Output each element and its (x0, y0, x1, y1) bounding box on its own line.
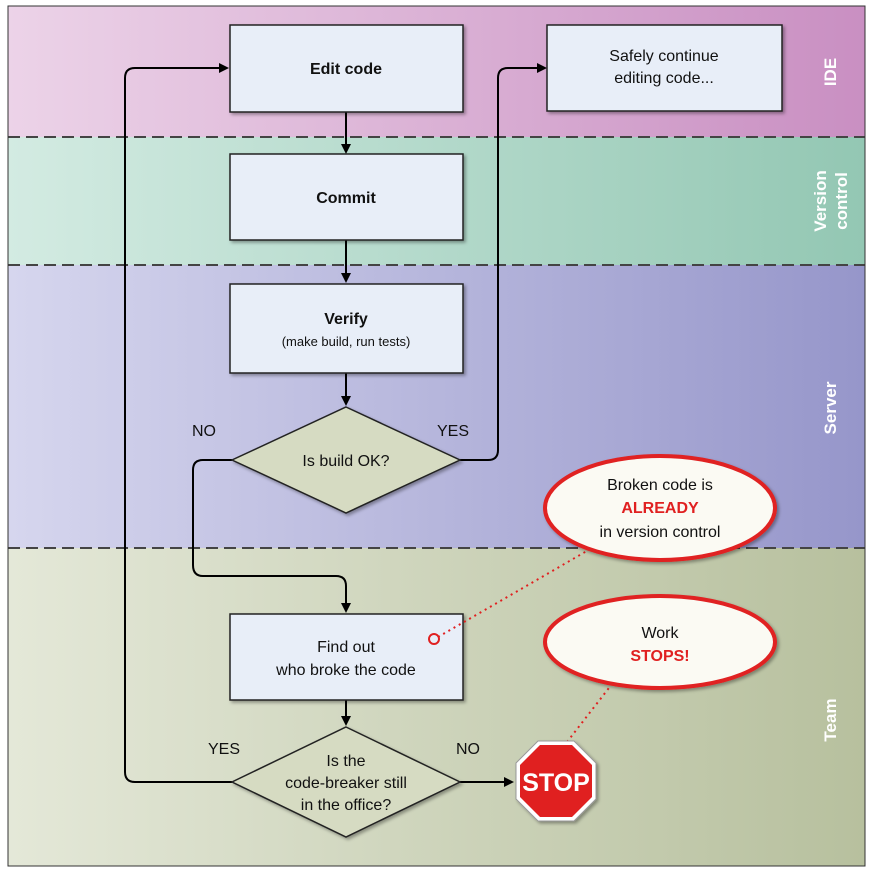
breaker-line1: Is the (326, 753, 365, 770)
lane-label-ide: IDE (821, 58, 840, 86)
stop-sign-icon: STOP (515, 740, 597, 822)
verify-sublabel: (make build, run tests) (282, 334, 411, 349)
verify-label: Verify (324, 311, 368, 328)
broken-line3: in version control (600, 524, 721, 541)
node-verify: Verify (make build, run tests) (229, 283, 464, 374)
lane-label-server: Server (821, 381, 840, 434)
work-line1: Work (641, 625, 679, 642)
edge-label-no-build: NO (192, 423, 216, 440)
edit-code-label: Edit code (310, 61, 382, 78)
edge-yes-to-continue (460, 63, 547, 461)
broken-line1: Broken code is (607, 477, 713, 494)
edge-label-no-breaker: NO (456, 741, 480, 758)
edge-label-yes-build: YES (437, 423, 469, 440)
lane-label-control: control (832, 172, 851, 230)
stop-label: STOP (522, 769, 590, 797)
callout-broken-code: Broken code is ALREADY in version contro… (543, 454, 777, 562)
safely-continue-line2: editing code... (614, 70, 714, 87)
callout-anchor-ring (428, 633, 440, 645)
safely-continue-line1: Safely continue (609, 48, 719, 65)
edge-yes-to-edit (124, 63, 232, 783)
edge-label-yes-breaker: YES (208, 741, 240, 758)
connectors (124, 63, 547, 787)
node-commit: Commit (229, 153, 464, 241)
lane-label-version: Version (811, 170, 830, 231)
work-line2: STOPS! (630, 648, 689, 665)
commit-label: Commit (316, 190, 376, 207)
lane-label-team: Team (821, 698, 840, 741)
find-out-line2: who broke the code (275, 662, 416, 679)
edge-no-to-findout (192, 459, 351, 613)
node-safely-continue: Safely continue editing code... (546, 24, 783, 112)
callout-work-stops: Work STOPS! (543, 594, 777, 690)
find-out-line1: Find out (317, 639, 375, 656)
callout-leaders (437, 547, 613, 743)
breaker-line3: in the office? (301, 797, 392, 814)
build-ok-label: Is build OK? (302, 453, 389, 470)
node-edit-code: Edit code (229, 24, 464, 113)
node-find-out: Find out who broke the code (229, 613, 464, 701)
broken-line2: ALREADY (621, 500, 699, 517)
decision-code-breaker: Is the code-breaker still in the office? (230, 726, 462, 838)
breaker-line2: code-breaker still (285, 775, 407, 792)
leader-work (566, 683, 613, 743)
decision-build-ok: Is build OK? (230, 406, 462, 514)
lane-team (8, 548, 865, 866)
